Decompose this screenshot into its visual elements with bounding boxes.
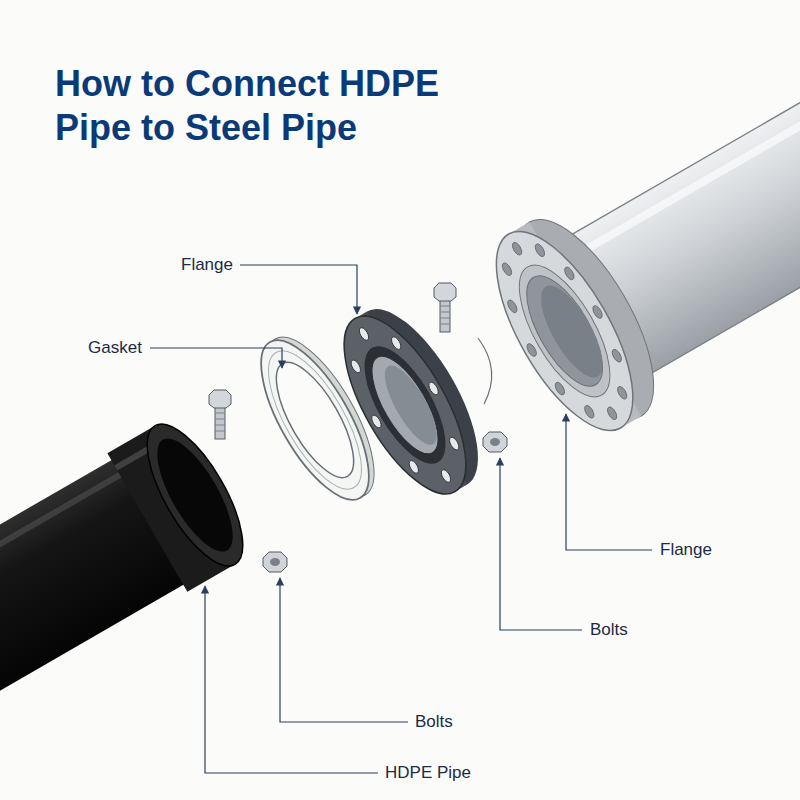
leader-line (205, 586, 378, 773)
bolt-hole (525, 342, 538, 358)
bolt-shaft (215, 405, 225, 439)
hdpe-pipe (0, 411, 261, 795)
nut-hole (490, 438, 500, 446)
nut-body (483, 432, 507, 452)
bolt-hole (407, 459, 420, 475)
bolt-hole (439, 468, 452, 484)
steel-bolt-holes (478, 222, 652, 440)
bolt-hole (610, 348, 623, 364)
part-label: Flange (657, 540, 715, 560)
part-label: Bolts (587, 620, 631, 640)
bolt-hole (390, 335, 403, 351)
hdpe-end-face (129, 411, 261, 580)
steel-pipe (470, 0, 800, 450)
bolt-thread (440, 306, 450, 324)
flange-face (320, 298, 489, 511)
part-label: Bolts (412, 712, 456, 732)
leader-line (240, 265, 357, 314)
flange-bore (359, 347, 450, 463)
steel-flange-face (470, 212, 660, 451)
bolt-hole (448, 436, 461, 452)
bolt-hole (591, 304, 604, 320)
bolt-hole (506, 299, 519, 315)
part-label: Gasket (85, 338, 145, 358)
steel-bore (512, 265, 617, 397)
leader-line (150, 348, 282, 368)
part-label: Flange (178, 255, 236, 275)
part-label: HDPE Pipe (382, 763, 474, 783)
steel-raised-face (502, 252, 628, 410)
bolt-hole (500, 261, 513, 277)
bolt-hole (349, 359, 362, 375)
nut-body (263, 552, 287, 572)
flange-inner-ring (349, 334, 462, 475)
leader-line (280, 578, 408, 722)
nut (483, 432, 507, 452)
bolt-hole (616, 385, 629, 401)
steel-highlight (553, 34, 800, 271)
leader-line (566, 414, 652, 550)
flange-bore-shadow (375, 359, 446, 452)
leader-line (500, 458, 582, 630)
bolt-thread (215, 413, 225, 431)
bolt-hole (606, 405, 619, 421)
bolt-head (434, 283, 456, 301)
nut-hole (270, 558, 280, 566)
bolt-hole (357, 326, 370, 342)
bolt-hole (563, 266, 576, 282)
bolt (209, 390, 231, 439)
bolt-hole (583, 404, 596, 420)
bolt-hole (511, 241, 524, 257)
bolt-shaft (440, 298, 450, 332)
bolt-head (209, 390, 231, 408)
leader-lines (150, 265, 652, 773)
steel-bore-shadow (529, 277, 614, 386)
seal-ring (478, 338, 492, 404)
flange-bolt-holes (329, 310, 481, 501)
nut (263, 552, 287, 572)
bolt-hole (533, 242, 546, 258)
hdpe-flange (320, 291, 501, 511)
hdpe-bore (143, 428, 247, 562)
diagram-title: How to Connect HDPE Pipe to Steel Pipe (55, 62, 495, 150)
bolt (434, 283, 456, 332)
hdpe-highlight (0, 470, 126, 680)
bolt-hole (553, 381, 566, 397)
